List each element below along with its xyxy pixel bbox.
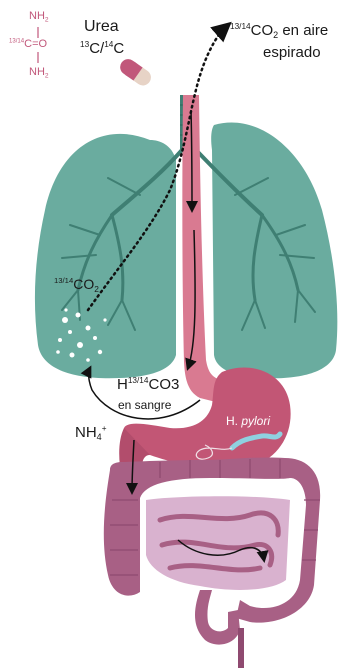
left-lung <box>35 134 176 378</box>
formula-carbonyl: 13/14C=O <box>9 38 47 50</box>
formula-nh2-bottom: NH2 <box>29 66 49 78</box>
expired-co2-label: 13/14CO2 en aire <box>230 22 328 39</box>
blood-bicarbonate-label: H13/14CO3 <box>117 376 179 393</box>
sigmoid-colon <box>195 590 240 645</box>
expired-air-line2: espirado <box>263 44 321 61</box>
h-pylori-label: H. pylori <box>226 414 270 428</box>
lung-co2-label: 13/14CO2 <box>54 276 99 292</box>
rectum <box>238 628 244 668</box>
ammonium-label: NH4+ <box>75 424 107 441</box>
blood-label-line2: en sangre <box>118 398 171 412</box>
urea-capsule-icon <box>117 56 154 89</box>
urea-title: Urea <box>84 18 119 36</box>
urea-isotopes: 13C/14C <box>80 40 124 57</box>
formula-nh2-top: NH2 <box>29 10 49 22</box>
right-lung <box>211 122 337 378</box>
